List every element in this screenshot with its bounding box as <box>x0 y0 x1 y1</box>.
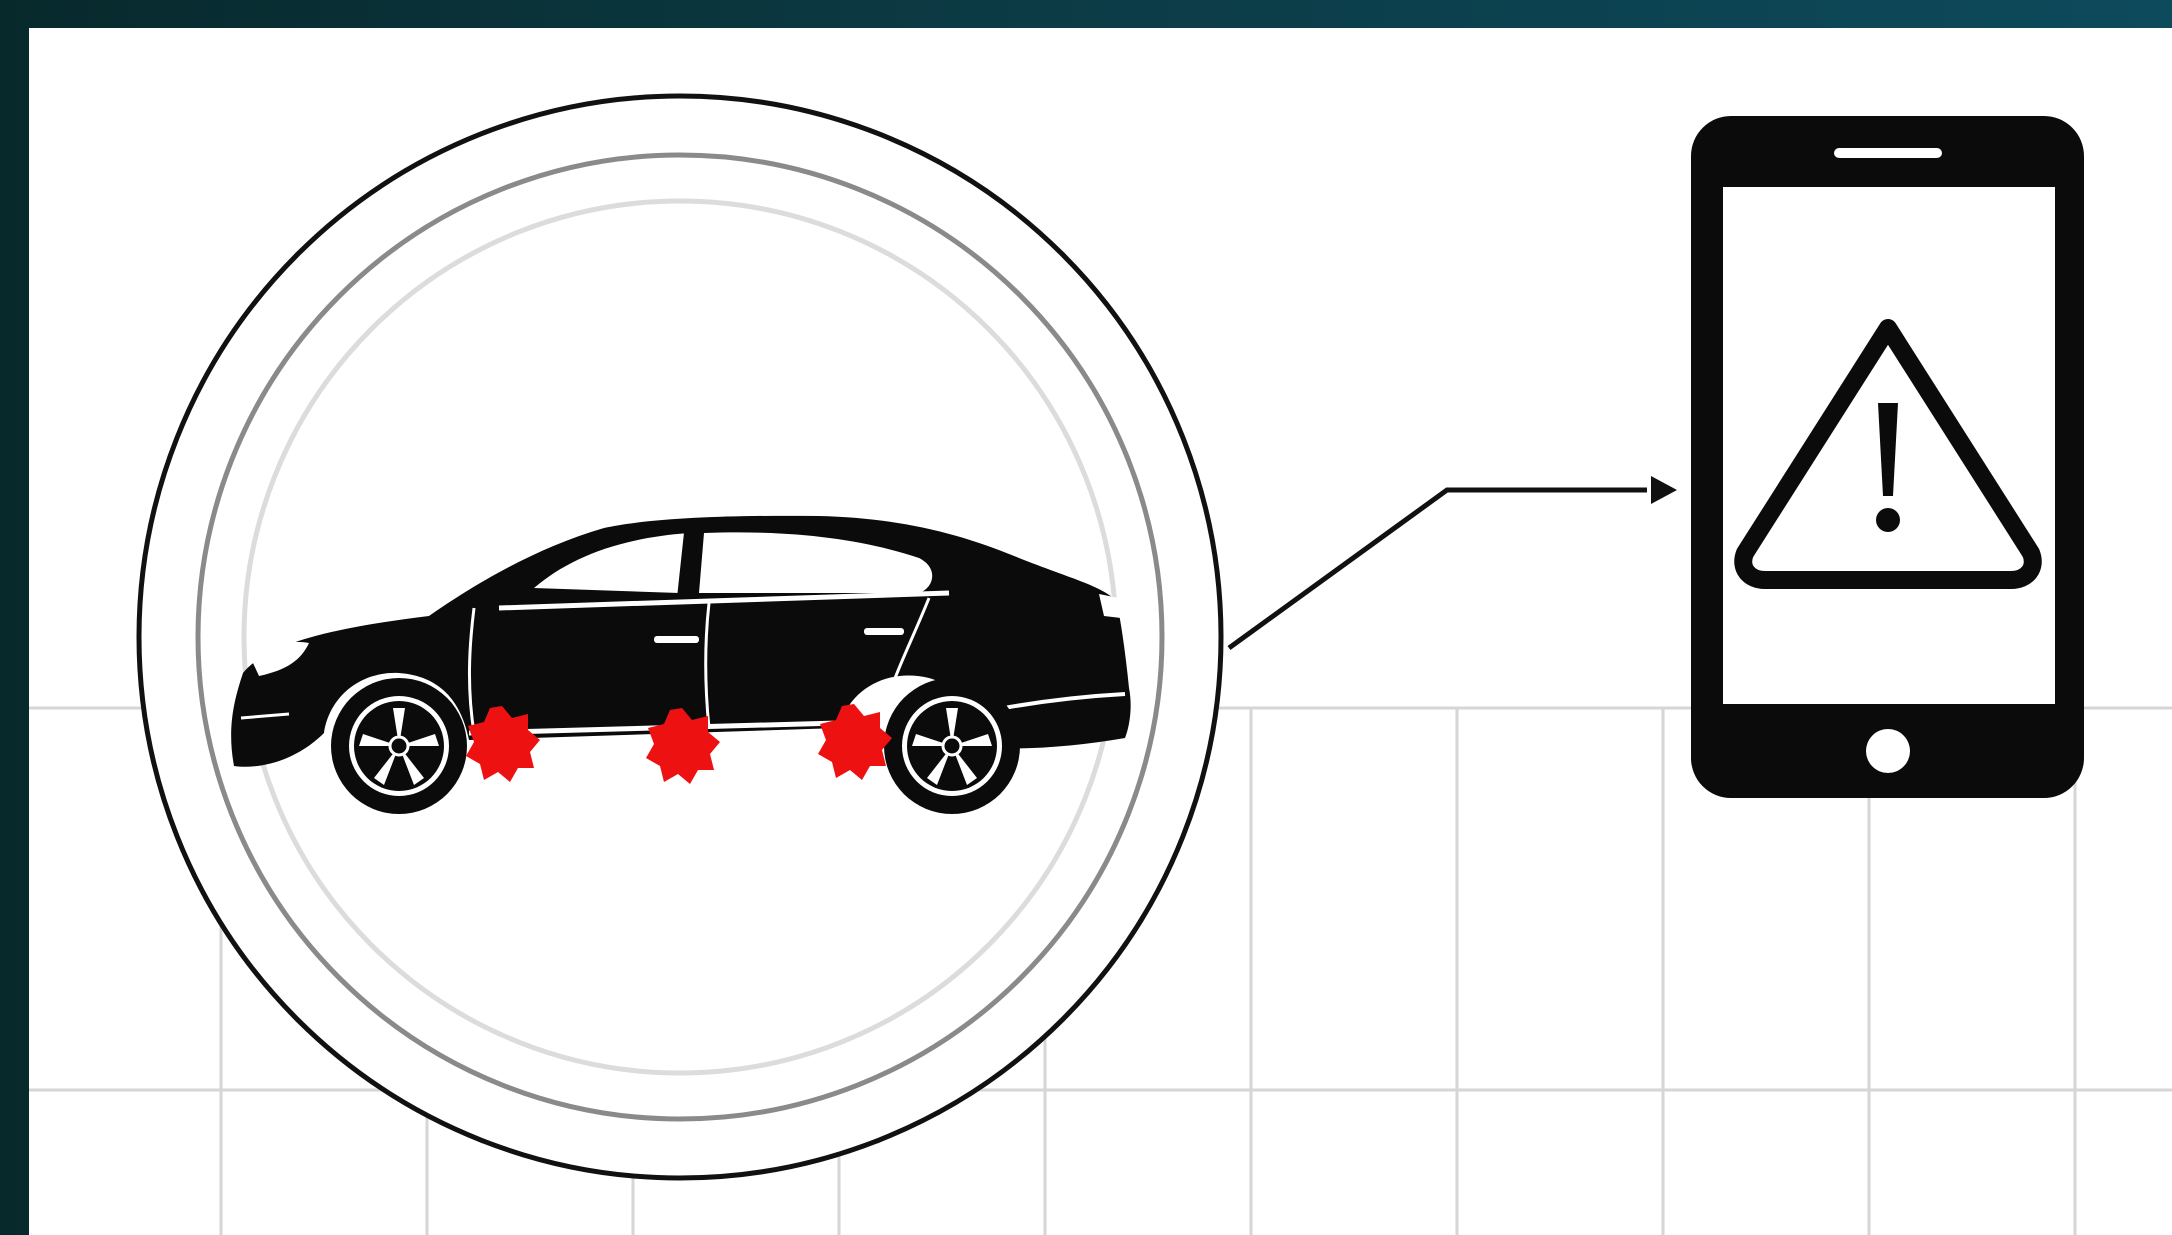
diagram-svg <box>29 93 2172 1235</box>
sensor-burst-icon <box>646 708 720 784</box>
warning-triangle-icon <box>1734 319 2042 589</box>
sensor-burst-icon <box>466 706 540 782</box>
smartphone-icon <box>1691 116 2084 798</box>
arrow-icon <box>1227 476 1677 651</box>
front-wheel-icon <box>331 678 467 814</box>
rear-wheel-icon <box>884 678 1020 814</box>
middle-ring <box>195 152 1165 1122</box>
car-icon <box>231 515 1131 814</box>
sensor-bursts <box>466 704 892 784</box>
phone-speaker <box>1834 148 1942 158</box>
diagram-canvas <box>29 28 2172 1235</box>
sensor-burst-icon <box>818 704 892 780</box>
phone-home-button <box>1866 729 1910 773</box>
